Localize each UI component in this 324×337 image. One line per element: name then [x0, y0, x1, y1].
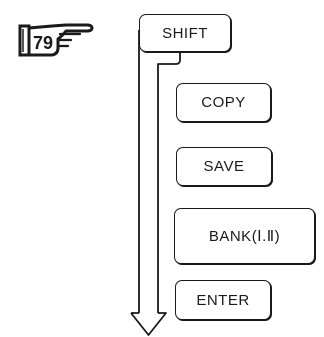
shift-key-label: SHIFT: [162, 24, 208, 42]
bank-key-label: BANK(Ⅰ.Ⅱ): [208, 228, 281, 245]
shift-key: SHIFT: [139, 14, 231, 52]
save-key: SAVE: [176, 147, 272, 186]
copy-key: COPY: [176, 83, 271, 122]
save-key-label: SAVE: [203, 158, 245, 175]
copy-key-label: COPY: [201, 94, 246, 111]
enter-key-label: ENTER: [196, 291, 250, 309]
pointing-hand-icon: 79: [18, 23, 94, 57]
bank-key: BANK(Ⅰ.Ⅱ): [174, 208, 315, 264]
step-number: 79: [33, 33, 53, 53]
enter-key: ENTER: [175, 280, 271, 320]
